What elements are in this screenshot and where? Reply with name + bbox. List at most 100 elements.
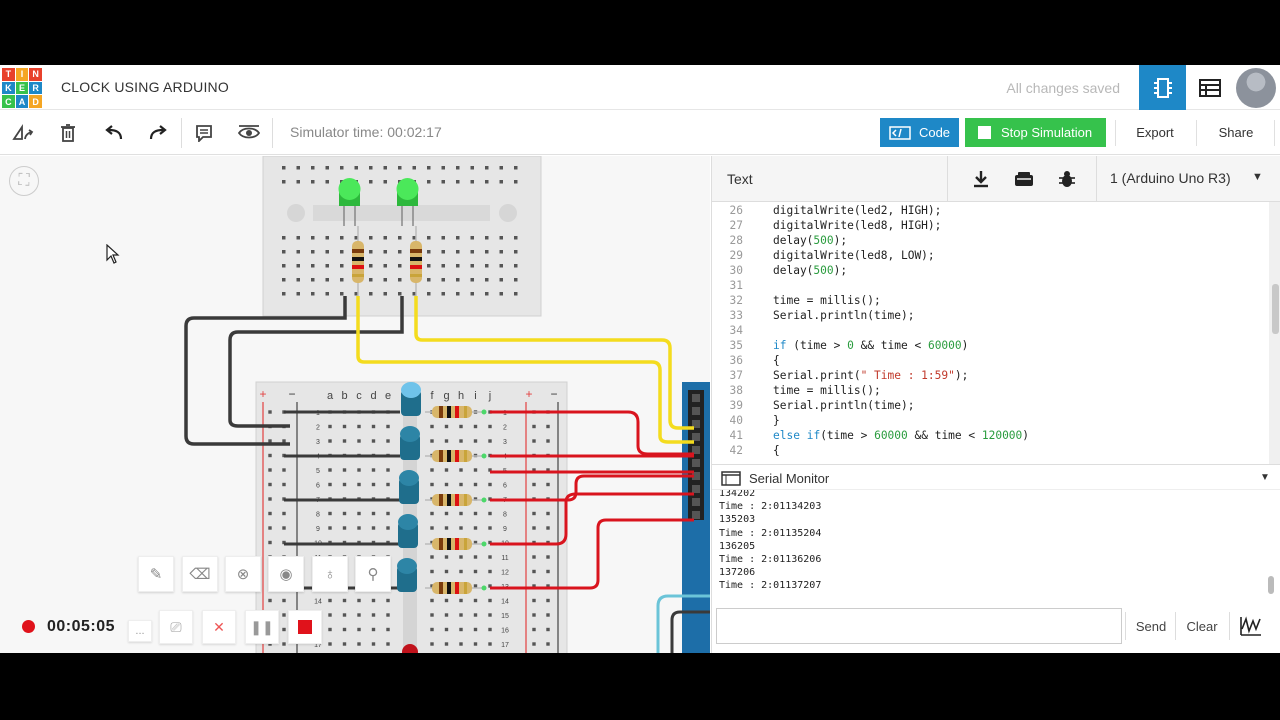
- row-label: 6: [503, 483, 507, 490]
- code-scrollbar[interactable]: [1269, 202, 1280, 464]
- blue-led[interactable]: [398, 514, 418, 548]
- resistor[interactable]: [425, 406, 487, 418]
- graph-icon[interactable]: [1233, 608, 1269, 644]
- stop-simulation-button[interactable]: Stop Simulation: [965, 118, 1106, 147]
- code-line[interactable]: 42{: [712, 444, 1272, 459]
- pen-icon[interactable]: ✎: [138, 556, 174, 592]
- serial-input[interactable]: [716, 608, 1122, 644]
- row-label: 9: [316, 526, 320, 533]
- blue-leds-and-resistors: [397, 382, 487, 653]
- collapse-chevron-icon[interactable]: ▼: [1260, 472, 1270, 483]
- user-avatar[interactable]: [1236, 68, 1276, 108]
- rotate-icon[interactable]: [10, 120, 36, 146]
- row-label: 5: [316, 468, 320, 475]
- screen-recorder-bar: 00:05:05 ... ⎚ ✕ ❚❚: [0, 606, 330, 648]
- resistor[interactable]: [425, 538, 487, 550]
- fit-view-icon[interactable]: ⛶: [9, 166, 39, 196]
- blue-led[interactable]: [399, 470, 419, 504]
- code-line[interactable]: 40}: [712, 414, 1272, 429]
- line-code: digitalWrite(led8, HIGH);: [773, 219, 942, 232]
- resistor[interactable]: [425, 450, 487, 462]
- line-code: else if(time > 60000 && time < 120000): [773, 429, 1030, 442]
- code-line[interactable]: 31: [712, 279, 1272, 294]
- download-icon[interactable]: [963, 164, 999, 194]
- cancel-recording-icon[interactable]: ✕: [202, 610, 236, 644]
- line-number: 42: [729, 444, 743, 457]
- pause-icon[interactable]: ❚❚: [245, 610, 279, 644]
- code-panel-header: Text 1 (Arduino Uno R3) ▼: [712, 156, 1280, 202]
- circuit-view-button[interactable]: [1139, 65, 1186, 110]
- delete-icon[interactable]: [55, 120, 81, 146]
- blue-led[interactable]: [397, 558, 417, 592]
- share-button[interactable]: Share: [1218, 125, 1254, 140]
- row-label: 16: [501, 628, 509, 635]
- components-list-button[interactable]: [1190, 65, 1230, 110]
- notes-icon[interactable]: [191, 120, 217, 146]
- serial-line: 136205: [719, 540, 756, 552]
- device-select[interactable]: 1 (Arduino Uno R3): [1110, 170, 1231, 186]
- code-mode-select[interactable]: Text: [727, 171, 753, 187]
- stop-recording-button[interactable]: [288, 610, 322, 644]
- row-label: 17: [501, 642, 509, 649]
- editor-toolbar: Simulator time: 00:02:17 Code Stop Simul…: [0, 110, 1280, 155]
- code-line[interactable]: 36{: [712, 354, 1272, 369]
- laser-icon[interactable]: ⚲: [355, 556, 391, 592]
- resistor[interactable]: [425, 494, 487, 506]
- library-icon[interactable]: [1006, 164, 1042, 194]
- code-button[interactable]: Code: [880, 118, 959, 147]
- spotlight-icon[interactable]: ♁: [312, 556, 348, 592]
- cursor-off-icon[interactable]: ⊗: [225, 556, 261, 592]
- line-number: 36: [729, 354, 743, 367]
- export-button[interactable]: Export: [1136, 125, 1174, 140]
- undo-icon[interactable]: [101, 120, 127, 146]
- camera-icon[interactable]: ⎚: [159, 610, 193, 644]
- rail-plus-right: +: [525, 387, 532, 401]
- code-line[interactable]: 34: [712, 324, 1272, 339]
- stop-simulation-label: Stop Simulation: [1001, 125, 1093, 140]
- code-scrollbar-thumb[interactable]: [1272, 284, 1279, 334]
- wire-ground-1: [184, 296, 347, 446]
- column-label: j: [488, 390, 491, 402]
- project-title[interactable]: CLOCK USING ARDUINO: [61, 79, 229, 95]
- resistor[interactable]: [425, 582, 487, 594]
- code-icon: [889, 125, 911, 140]
- save-status: All changes saved: [1006, 80, 1120, 96]
- serial-scrollbar-thumb[interactable]: [1268, 576, 1274, 594]
- pointer-icon[interactable]: ◉: [268, 556, 304, 592]
- line-number: 31: [729, 279, 743, 292]
- serial-scrollbar[interactable]: [1265, 490, 1277, 603]
- recorder-more-button[interactable]: ...: [128, 620, 152, 642]
- blue-led[interactable]: [400, 426, 420, 460]
- send-button[interactable]: Send: [1135, 618, 1167, 634]
- debugger-icon[interactable]: [1049, 164, 1085, 194]
- row-label: 14: [501, 599, 509, 606]
- visibility-icon[interactable]: [236, 120, 262, 146]
- clear-button[interactable]: Clear: [1186, 618, 1218, 634]
- blue-led[interactable]: [401, 382, 421, 416]
- line-number: 40: [729, 414, 743, 427]
- chevron-down-icon[interactable]: ▼: [1252, 171, 1263, 183]
- line-number: 28: [729, 234, 743, 247]
- eraser-icon[interactable]: ⌫: [182, 556, 218, 592]
- column-label: c: [356, 390, 362, 402]
- redo-icon[interactable]: [145, 120, 171, 146]
- serial-monitor-header[interactable]: Serial Monitor ▼: [712, 464, 1280, 490]
- led-green-2: [396, 178, 419, 226]
